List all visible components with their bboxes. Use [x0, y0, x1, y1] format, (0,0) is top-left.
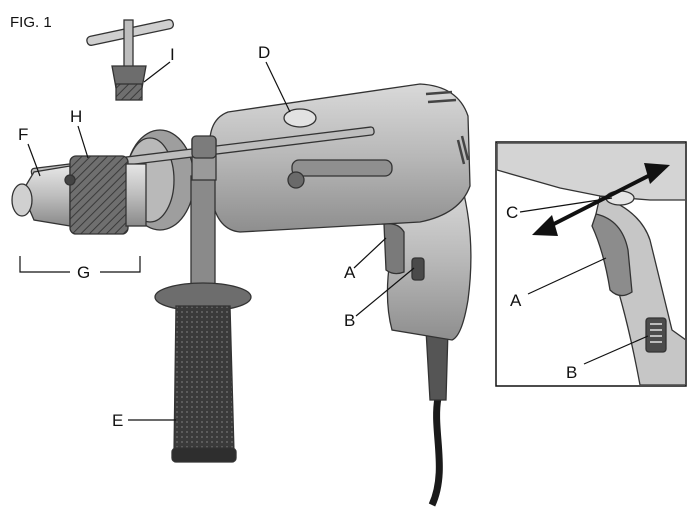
- power-cord: [428, 397, 443, 507]
- svg-text:B: B: [344, 311, 355, 330]
- vent-slots: [425, 90, 470, 165]
- label-h: H: [70, 107, 89, 159]
- motor-housing: [209, 83, 471, 233]
- cord-guard: [425, 329, 449, 401]
- label-b: B: [344, 267, 415, 330]
- label-d: D: [258, 43, 291, 113]
- depth-rod-clamp: [191, 135, 217, 159]
- side-handle-shaft: [190, 175, 216, 297]
- label-i: I: [143, 45, 175, 83]
- inset-label-c: C: [506, 203, 518, 222]
- inset-label-a: A: [510, 291, 522, 310]
- label-a: A: [344, 237, 387, 282]
- depth-gauge-slot: [291, 159, 393, 177]
- chuck-sleeve: [69, 155, 129, 235]
- pistol-grip: [386, 185, 472, 341]
- drill-chuck: [11, 155, 147, 235]
- label-g: G: [19, 256, 141, 282]
- inset-detail: C A B: [495, 141, 687, 387]
- lock-button: [411, 257, 425, 281]
- side-handle-grip: [173, 305, 235, 459]
- speed-selector-d: [283, 108, 317, 128]
- figure-title: FIG. 1: [10, 14, 52, 31]
- svg-text:D: D: [258, 43, 270, 62]
- inset-label-b: B: [566, 363, 577, 382]
- svg-text:F: F: [18, 125, 28, 144]
- inset-trigger: [591, 213, 633, 297]
- label-f: F: [18, 125, 41, 177]
- trigger-switch: [383, 223, 405, 275]
- depth-gauge-screw: [287, 171, 305, 189]
- svg-text:H: H: [70, 107, 82, 126]
- svg-text:A: A: [344, 263, 356, 282]
- svg-text:G: G: [77, 263, 90, 282]
- label-e: E: [112, 411, 176, 430]
- svg-text:E: E: [112, 411, 123, 430]
- chuck-key: [86, 19, 174, 101]
- svg-text:I: I: [170, 45, 175, 64]
